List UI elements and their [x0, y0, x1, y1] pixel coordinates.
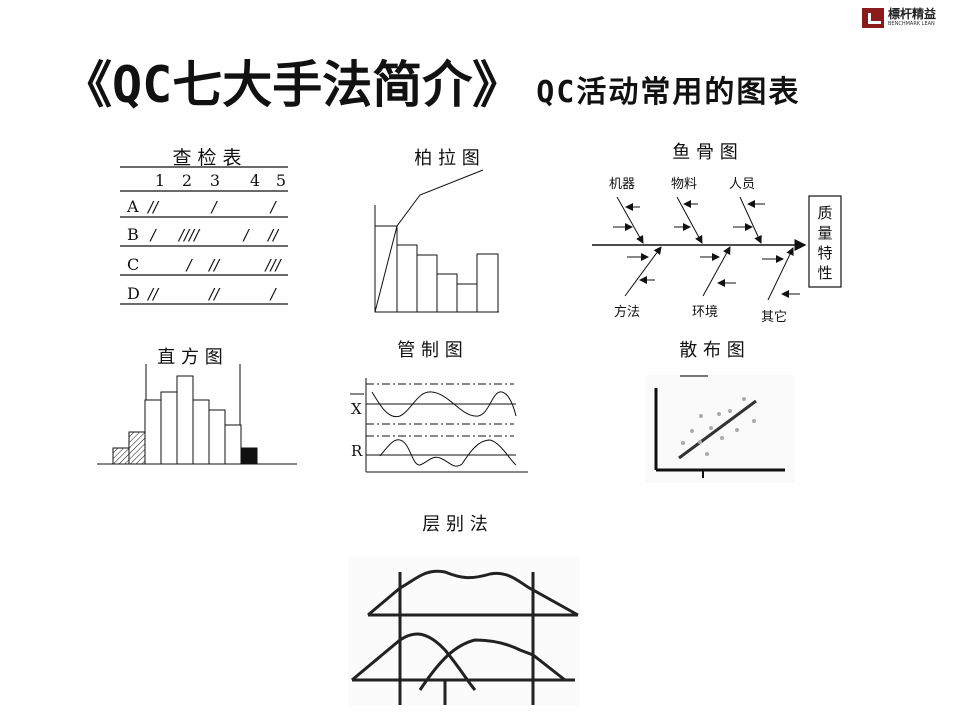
tally-mark: / — [209, 198, 218, 216]
effect-char: 特 — [817, 244, 832, 262]
cause-label: 其它 — [761, 309, 787, 325]
x-bar-label: X — [351, 400, 362, 418]
tally-mark: / — [184, 256, 193, 274]
tally-mark: / — [268, 198, 277, 216]
histogram: 直 方 图 — [97, 347, 297, 465]
scatter-diagram: 散 布 图 — [645, 340, 795, 483]
histogram-bar — [144, 399, 162, 465]
column-header: 3 — [210, 171, 220, 190]
tally-mark: /// — [263, 256, 282, 274]
pareto-cumulative-line — [374, 169, 484, 313]
fishbone-title: 鱼 骨 图 — [672, 142, 737, 163]
column-header: 5 — [276, 171, 286, 190]
histogram-bar — [224, 424, 242, 465]
row-label: D — [127, 284, 140, 303]
pareto-title: 柏 拉 图 — [414, 148, 479, 169]
cause-label: 人员 — [729, 177, 755, 192]
histogram-bar — [112, 447, 130, 465]
histogram-bar — [128, 431, 146, 465]
page-subtitle: QC活动常用的图表 — [536, 75, 801, 110]
tally-mark: // — [266, 226, 280, 244]
column-header: 4 — [250, 171, 260, 190]
stratification-title: 层 别 法 — [422, 514, 487, 535]
pareto-bar — [456, 283, 478, 313]
control-chart-title: 管 制 图 — [397, 340, 462, 361]
logo-en: BENCHMARK LEAN — [888, 21, 935, 28]
heading: 《QC七大手法简介》 QC活动常用的图表 — [62, 58, 800, 113]
pareto-bar — [416, 254, 438, 313]
pareto-chart: 柏 拉 图 — [374, 148, 499, 313]
cause-label: 机器 — [609, 177, 635, 192]
histogram-bar — [176, 375, 194, 465]
column-header: 1 — [155, 171, 165, 190]
histogram-bar — [240, 447, 258, 465]
row-label: C — [127, 255, 139, 274]
cause-label: 环境 — [692, 305, 718, 320]
tally-mark: / — [148, 226, 157, 244]
logo-cn: 標杆精益 — [888, 7, 937, 22]
stratification-diagram: 层 别 法 — [348, 514, 580, 706]
scatter-title: 散 布 图 — [679, 340, 744, 361]
row-label: A — [126, 197, 139, 216]
tally-mark: //// — [177, 226, 201, 244]
effect-char: 质 — [817, 204, 832, 222]
pareto-bar — [396, 244, 418, 313]
histogram-bar — [160, 391, 178, 465]
r-label: R — [351, 442, 363, 460]
histogram-bar — [192, 399, 210, 465]
histogram-title: 直 方 图 — [157, 347, 222, 368]
pareto-bar — [476, 253, 499, 313]
tally-mark: // — [207, 285, 221, 303]
effect-char: 量 — [817, 224, 832, 242]
cause-label: 方法 — [614, 304, 640, 320]
tally-mark: // — [207, 256, 221, 274]
tally-mark: / — [241, 226, 250, 244]
effect-char: 性 — [817, 264, 832, 282]
page-title: 《QC七大手法简介》 — [62, 56, 523, 114]
histogram-bar — [208, 409, 226, 465]
cause-label: 物料 — [671, 177, 697, 192]
check-sheet-title: 查 检 表 — [172, 147, 241, 169]
tally-mark: // — [146, 285, 160, 303]
control-chart: 管 制 图 X R — [350, 340, 528, 473]
pareto-bar — [436, 273, 458, 313]
row-label: B — [127, 225, 139, 244]
tally-mark: // — [146, 198, 160, 216]
column-header: 2 — [182, 171, 192, 190]
benchmark-lean-logo: 標杆精益 BENCHMARK LEAN — [862, 7, 937, 28]
logo-mark-icon — [862, 8, 884, 28]
tally-mark: / — [268, 285, 277, 303]
effect-box — [808, 195, 842, 288]
